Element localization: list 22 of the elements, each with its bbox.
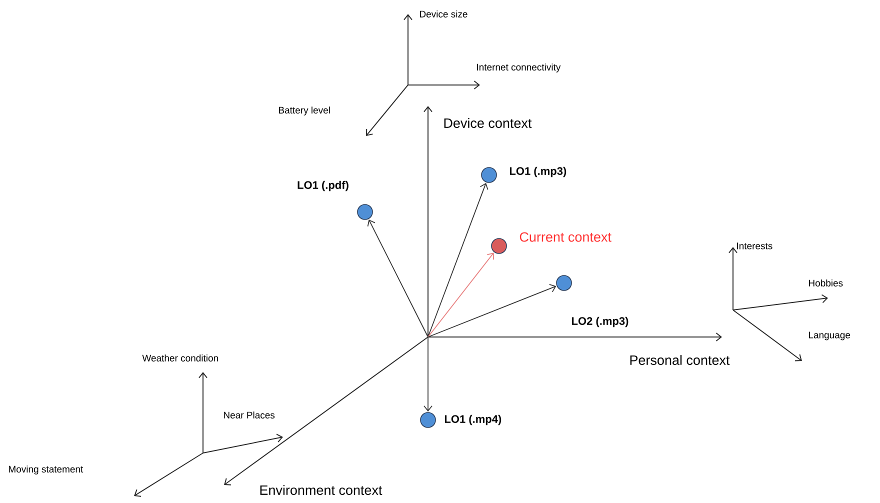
axis-label: Language: [809, 332, 850, 340]
arrow: [367, 220, 428, 338]
point-label: LO2 (.mp3): [572, 316, 628, 328]
arrow: [428, 182, 488, 338]
axis-label: Weather condition: [142, 354, 218, 362]
axis-label: Internet connectivity: [477, 64, 561, 72]
arrow: [428, 252, 494, 338]
axis-label: Interests: [737, 242, 772, 250]
axis-label: Device size: [420, 10, 468, 18]
axis-label: Personal context: [630, 355, 730, 365]
point-label: LO1 (.mp3): [510, 166, 566, 178]
axis-label: Environment context: [260, 485, 382, 495]
axis-label: Battery level: [279, 106, 330, 116]
arrow: [428, 284, 556, 338]
arrow: [424, 336, 432, 412]
point-label: Current context: [520, 232, 612, 242]
axis-label: Moving statement: [8, 466, 84, 474]
axis-label: Device context: [444, 118, 532, 128]
axis-label: Hobbies: [809, 280, 843, 286]
axis-label: Near Places: [224, 412, 275, 418]
point-label: LO1 (.pdf): [298, 180, 348, 192]
point-label: LO1 (.mp4): [444, 414, 502, 426]
